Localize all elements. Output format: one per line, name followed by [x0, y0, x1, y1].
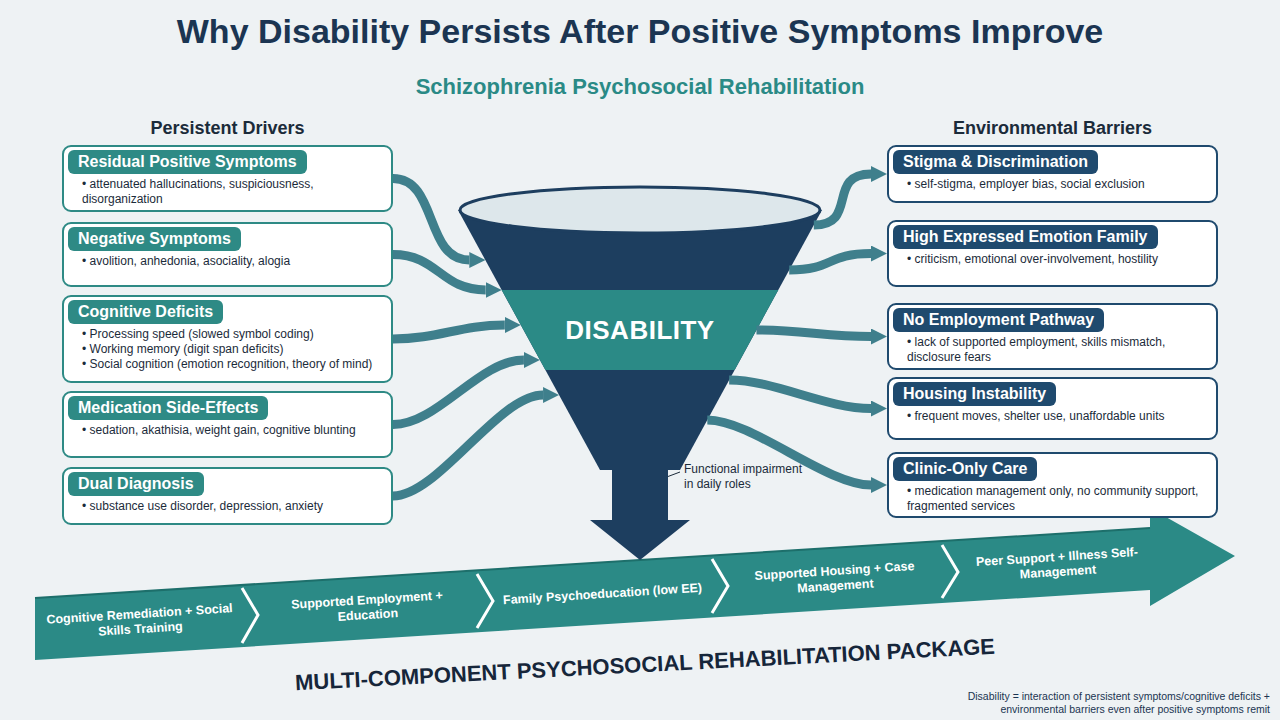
step-label: Family Psychoeducation (low EE): [503, 580, 703, 607]
connector-arrow: [814, 174, 871, 225]
funnel-label: DISABILITY: [458, 315, 822, 346]
bullet-text: • substance use disorder, depression, an…: [68, 499, 387, 514]
barrier-box: Housing Instability • frequent moves, she…: [887, 377, 1218, 440]
subtitle: Schizophrenia Psychosocial Rehabilitatio…: [0, 74, 1280, 100]
box-heading: Medication Side-Effects: [68, 396, 268, 420]
step-label: Supported Employment + Education: [264, 587, 470, 630]
barrier-box: No Employment Pathway • lack of supported…: [887, 303, 1218, 370]
connector-arrow: [789, 254, 871, 271]
connector-arrow: [393, 360, 524, 425]
funnel-rim: [460, 187, 820, 233]
chevron-separator: [242, 588, 258, 643]
funnel-down-arrow: [590, 520, 690, 560]
box-heading: Cognitive Deficits: [68, 300, 223, 324]
driver-box: Residual Positive Symptoms • attenuated h…: [62, 145, 393, 212]
chevron-separator: [942, 545, 958, 598]
bullet-text: • avolition, anhedonia, asociality, alog…: [68, 254, 387, 269]
driver-box: Cognitive Deficits • Processing speed (sl…: [62, 295, 393, 383]
barrier-box: Clinic-Only Care • medication management …: [887, 452, 1218, 518]
barrier-box: Stigma & Discrimination • self-stigma, em…: [887, 145, 1218, 203]
box-heading: Clinic-Only Care: [893, 457, 1037, 481]
column-heading: Persistent Drivers: [62, 118, 393, 139]
bullet-text: • Processing speed (slowed symbol coding…: [68, 327, 387, 342]
diagram-title: Why Disability Persists After Positive S…: [0, 12, 1280, 51]
column-heading: Environmental Barriers: [887, 118, 1218, 139]
bullet-text: • Social cognition (emotion recognition,…: [68, 357, 387, 372]
chevron-separator: [477, 574, 493, 628]
step-label: Peer Support + Illness Self-Management: [964, 544, 1151, 586]
chevron-separator: [712, 559, 728, 613]
funnel-node: DISABILITY: [458, 185, 822, 560]
bullet-text: • medication management only, no communi…: [893, 484, 1212, 514]
connector-arrow: [756, 330, 871, 337]
bullet-text: • sedation, akathisia, weight gain, cogn…: [68, 423, 387, 438]
driver-box: Medication Side-Effects • sedation, akath…: [62, 391, 393, 458]
bullet-text: • lack of supported employment, skills m…: [893, 335, 1212, 365]
connector-arrow: [393, 179, 469, 261]
connector-arrow: [393, 255, 486, 291]
callout-note: Functional impairment in daily roles: [684, 462, 814, 492]
funnel-stem: [612, 469, 668, 521]
connector-arrow: [393, 395, 543, 496]
package-arrow-band: [35, 508, 1235, 660]
box-heading: Stigma & Discrimination: [893, 150, 1098, 174]
bullet-text: • frequent moves, shelter use, unafforda…: [893, 409, 1212, 424]
bullet-text: • attenuated hallucinations, suspiciousn…: [68, 177, 387, 207]
funnel-shape: [458, 185, 822, 560]
box-heading: High Expressed Emotion Family: [893, 225, 1158, 249]
box-heading: Dual Diagnosis: [68, 472, 204, 496]
connector-arrow: [393, 325, 505, 339]
driver-box: Dual Diagnosis • substance use disorder, …: [62, 467, 393, 525]
box-heading: Housing Instability: [893, 382, 1056, 406]
driver-box: Negative Symptoms • avolition, anhedonia,…: [62, 222, 393, 287]
bullet-text: • criticism, emotional over-involvement,…: [893, 252, 1212, 267]
step-label: Cognitive Remediation + Social Skills Tr…: [39, 601, 240, 643]
box-heading: Negative Symptoms: [68, 227, 241, 251]
barrier-box: High Expressed Emotion Family • criticism…: [887, 220, 1218, 287]
footnote: Disability = interaction of persistent s…: [930, 690, 1270, 715]
box-heading: Residual Positive Symptoms: [68, 150, 307, 174]
bullet-text: • self-stigma, employer bias, social exc…: [893, 177, 1212, 192]
box-heading: No Employment Pathway: [893, 308, 1104, 332]
package-title: MULTI-COMPONENT PSYCHOSOCIAL REHABILITAT…: [270, 632, 1020, 697]
step-label: Supported Housing + Case Management: [734, 558, 935, 600]
bullet-text: • Working memory (digit span deficits): [68, 342, 387, 357]
connector-arrow: [729, 380, 871, 409]
funnel-cone: [458, 210, 822, 470]
